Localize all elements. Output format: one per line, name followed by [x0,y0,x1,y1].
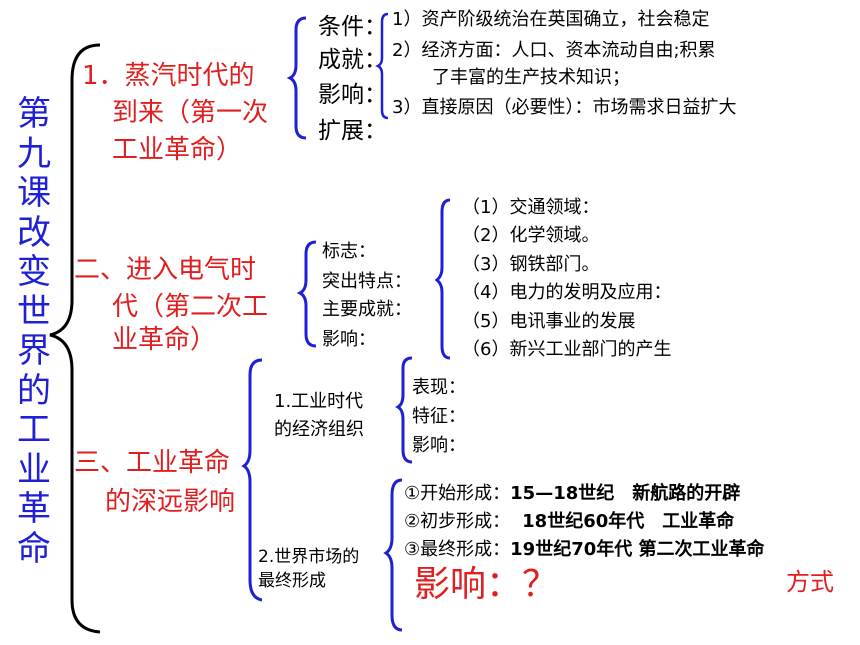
section2-item-4: （4）电力的发明及应用： [462,282,672,303]
section3-heading-line2: 的深远影响 [105,487,236,517]
main-brace [49,43,101,634]
section1-item-1: 1）资产阶级统治在英国确立，社会稳定 [392,9,710,30]
section1-brace [286,16,307,140]
sub2-item-1: ①开始形成：15—18世纪 新航路的开辟 [404,482,740,506]
sub1-brace [395,356,413,464]
sub1-heading-line1: 1.工业时代 [274,391,364,412]
sub2-brace [383,478,403,632]
section2-label-feature: 突出特点： [322,271,412,292]
section2-items-brace [434,198,451,360]
sub2-item-2-label: ②初步形成： [404,511,511,532]
section2-item-5: （5）电讯事业的发展 [462,311,636,332]
section2-brace [296,240,317,348]
section2-label-achievement: 主要成就： [322,299,412,320]
section1-label-impact: 影响： [318,82,387,108]
section2-label-impact: 影响： [322,329,376,350]
sub2-heading-line1: 2.世界市场的 [258,547,360,567]
section3-brace [241,358,263,602]
sub1-heading-line2: 的经济组织 [274,419,364,440]
section2-item-1: （1）交通领域： [462,197,600,218]
section1-label-extension: 扩展： [318,118,387,144]
sub2-method-label: 方式 [786,568,834,596]
sub1-label-feature: 特征： [412,406,466,427]
section3-heading-line1: 三、工业革命 [74,448,231,478]
section2-item-6: （6）新兴工业部门的产生 [462,339,672,360]
section2-label-sign: 标志： [322,241,376,262]
section1-label-condition: 条件： [318,14,387,40]
section2-heading-line2: 代（第二次工 [112,292,269,322]
section1-label-achievement: 成就： [318,47,387,73]
sub2-heading-line2: 最终形成 [258,571,326,591]
section2-item-2: （2）化学领域。 [462,225,600,246]
section1-heading-line3: 工业革命） [112,135,243,165]
section1-items-brace [375,12,389,120]
sub2-item-3-value: 19世纪70年代 第二次工业革命 [510,539,765,560]
lesson-title: 第九课 改变世界的工业革命 [17,94,51,569]
sub2-item-1-value: 15—18世纪 新航路的开辟 [510,483,741,504]
sub2-item-3: ③最终形成：19世纪70年代 第二次工业革命 [404,538,765,562]
section1-item-2: 2）经济方面：人口、资本流动自由;积累 [392,40,716,61]
section2-item-3: （3）钢铁部门。 [462,254,600,275]
section1-heading-line1: 1．蒸汽时代的 [82,61,255,91]
sub2-impact-question: 影响：？ [414,564,559,605]
sub2-item-1-label: ①开始形成： [404,483,511,504]
sub2-item-2: ②初步形成： 18世纪60年代 工业革命 [404,510,734,534]
section1-item-2-cont: 了丰富的生产技术知识； [432,67,630,88]
sub2-item-3-label: ③最终形成： [404,539,511,560]
sub1-label-performance: 表现： [412,377,466,398]
section1-item-3: 3）直接原因（必要性）：市场需求日益扩大 [392,97,737,118]
sub1-label-impact: 影响： [412,435,466,456]
section2-heading-line1: 二、进入电气时 [74,255,257,285]
section1-heading-line2: 到来（第一次 [112,98,269,128]
sub2-item-2-value: 18世纪60年代 工业革命 [522,511,735,532]
section2-heading-line3: 业革命） [112,325,217,355]
